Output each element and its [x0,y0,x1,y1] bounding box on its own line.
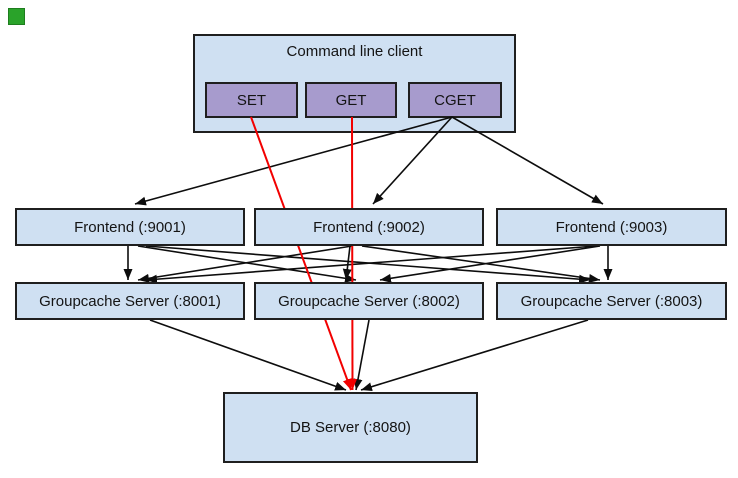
edge-cache-8002-to-db [353,319,370,391]
frontend-9001-label: Frontend (:9001) [74,218,186,236]
edge-frontend-9002-to-cache-8001 [137,245,353,283]
node-groupcache-8002: Groupcache Server (:8002) [254,282,484,320]
frontend-9003-label: Frontend (:9003) [555,218,668,236]
db-server-label: DB Server (:8080) [290,419,411,436]
green-marker-icon [8,8,25,25]
get-label: GET [335,91,367,109]
node-command-get: GET [305,82,397,118]
node-groupcache-8001: Groupcache Server (:8001) [15,282,245,320]
set-label: SET [236,91,267,109]
node-frontend-9003: Frontend (:9003) [496,208,727,246]
node-command-cget: CGET [408,82,502,118]
node-db-server: DB Server (:8080) [223,392,478,463]
command-client-label: Command line client [286,43,423,60]
edge-set-to-db-red [250,116,352,391]
node-groupcache-8003: Groupcache Server (:8003) [496,282,727,320]
node-frontend-9002: Frontend (:9002) [254,208,484,246]
edge-cget-to-frontend-9003 [451,116,604,205]
groupcache-8001-label: Groupcache Server (:8001) [39,292,221,310]
edge-frontend-9002-to-cache-8003 [361,245,601,283]
edge-frontend-9003-to-cache-8001 [145,245,597,284]
edge-cget-to-frontend-9002 [372,116,453,205]
edge-cache-8001-to-db [149,319,347,391]
edge-frontend-9002-to-cache-8002 [342,245,352,281]
groupcache-8003-label: Groupcache Server (:8003) [520,292,703,310]
cget-label: CGET [434,91,476,109]
edge-frontend-9003-to-cache-8002 [379,245,601,283]
edge-cget-to-frontend-9001 [134,116,453,206]
frontend-9002-label: Frontend (:9002) [313,218,425,236]
edge-cache-8003-to-db [360,319,589,392]
edge-get-to-db-red [347,116,357,391]
node-frontend-9001: Frontend (:9001) [15,208,245,246]
groupcache-8002-label: Groupcache Server (:8002) [278,292,460,310]
